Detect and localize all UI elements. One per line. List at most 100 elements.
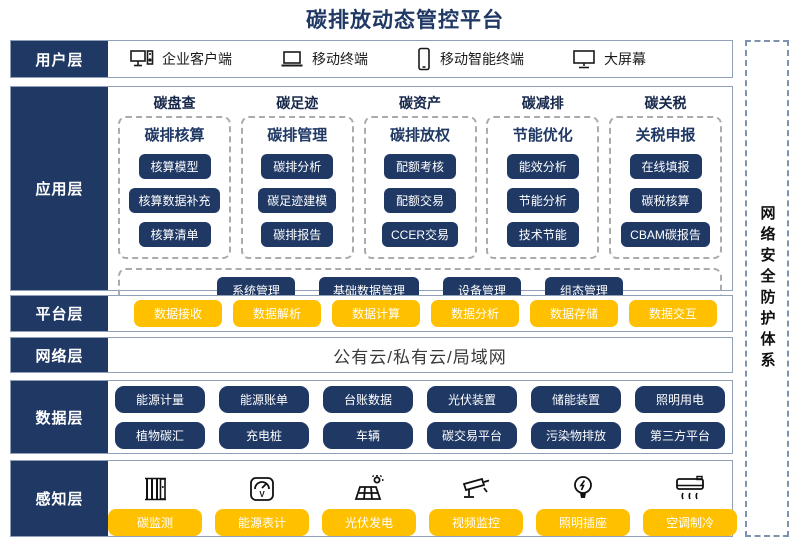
platform-chip: 数据交互: [629, 300, 717, 327]
perception-item-video-surveillance: 视频监控: [429, 466, 523, 536]
laptop-icon: [280, 49, 304, 69]
app-chip: 碳税核算: [629, 188, 702, 213]
column-header: 碳足迹: [276, 95, 319, 111]
energy-meter-icon: V: [247, 466, 277, 504]
smartphone-icon: [416, 47, 432, 71]
app-chip: 技术节能: [506, 222, 579, 247]
perception-chip: 能源表计: [215, 509, 309, 536]
platform-layer-content: 数据接收 数据解析 数据计算 数据分析 数据存储 数据交互: [108, 296, 732, 331]
data-chip: 照明用电: [635, 385, 725, 413]
perception-layer-label: 感知层: [11, 461, 108, 536]
app-column-carbon-footprint: 碳足迹 碳排管理 碳排分析 碳足迹建模 碳排报告: [240, 91, 354, 259]
svg-text:V: V: [259, 490, 265, 499]
app-chip: 能效分析: [506, 154, 579, 179]
user-layer: 用户层 企业客户端 移动终端: [10, 40, 733, 78]
platform-layer: 平台层 数据接收 数据解析 数据计算 数据分析 数据存储 数据交互: [10, 295, 733, 332]
app-column-carbon-tariff: 碳关税 关税申报 在线填报 碳税核算 CBAM碳报告: [609, 91, 722, 259]
perception-item-pv-generation: 光伏发电: [322, 466, 416, 536]
app-chip: 碳排分析: [261, 154, 334, 179]
data-layer-content: 能源计量 能源账单 台账数据 光伏装置 储能装置 照明用电 植物碳汇 充电桩 车…: [108, 381, 732, 453]
application-layer: 应用层 碳盘查 碳排核算 核算模型 核算数据补充 核算清单 碳足迹 碳排管理: [10, 86, 733, 312]
data-chip: 碳交易平台: [427, 421, 517, 449]
app-chip: 节能分析: [506, 188, 579, 213]
app-chip: 碳排报告: [261, 222, 334, 247]
app-column-carbon-asset: 碳资产 碳排放权 配额考核 配额交易 CCER交易: [363, 91, 477, 259]
app-column-carbon-reduction: 碳减排 节能优化 能效分析 节能分析 技术节能: [486, 91, 600, 259]
column-box: 碳排管理 碳排分析 碳足迹建模 碳排报告: [240, 116, 354, 259]
column-box: 节能优化 能效分析 节能分析 技术节能: [486, 116, 600, 259]
light-bulb-icon: [570, 466, 596, 504]
emission-stack-icon: [140, 466, 170, 504]
security-protection-band: 网络安全防护体系: [745, 40, 789, 537]
perception-item-lighting-socket: 照明插座: [536, 466, 630, 536]
perception-chip: 视频监控: [429, 509, 523, 536]
platform-chip: 数据分析: [431, 300, 519, 327]
data-chip: 能源计量: [115, 385, 205, 413]
app-chip: CCER交易: [381, 222, 458, 247]
column-title: 碳排放权: [389, 127, 450, 144]
solar-panel-icon: [353, 466, 385, 504]
page-title: 碳排放动态管控平台: [306, 9, 504, 32]
platform-chip: 数据存储: [530, 300, 618, 327]
user-layer-content: 企业客户端 移动终端 移动智能终端: [108, 41, 732, 77]
user-item-label: 企业客户端: [162, 51, 232, 67]
user-layer-label: 用户层: [11, 41, 108, 77]
application-layer-content: 碳盘查 碳排核算 核算模型 核算数据补充 核算清单 碳足迹 碳排管理 碳排分析 …: [108, 87, 732, 312]
user-item-label: 大屏幕: [604, 51, 646, 67]
column-title: 碳排管理: [267, 127, 328, 144]
perception-chip: 照明插座: [536, 509, 630, 536]
data-chip: 污染物排放: [531, 421, 621, 449]
platform-chip: 数据计算: [332, 300, 420, 327]
large-screen-icon: [572, 49, 596, 70]
data-chip: 光伏装置: [427, 385, 517, 413]
column-header: 碳关税: [644, 95, 687, 111]
data-row-1: 能源计量 能源账单 台账数据 光伏装置 储能装置 照明用电: [108, 385, 732, 413]
data-chip: 储能装置: [531, 385, 621, 413]
column-header: 碳盘查: [153, 95, 196, 111]
application-layer-label: 应用层: [11, 87, 108, 290]
column-title: 关税申报: [635, 127, 696, 144]
data-row-2: 植物碳汇 充电桩 车辆 碳交易平台 污染物排放 第三方平台: [108, 421, 732, 449]
cctv-camera-icon: [460, 466, 492, 504]
user-item-enterprise-client: 企业客户端: [130, 49, 232, 69]
column-header: 碳资产: [399, 95, 441, 111]
app-chip: CBAM碳报告: [621, 222, 710, 247]
data-chip: 植物碳汇: [115, 421, 205, 449]
data-chip: 第三方平台: [635, 421, 725, 449]
perception-layer-content: 碳监测 V 能源表计: [108, 461, 737, 536]
perception-item-air-conditioning: 空调制冷: [643, 466, 737, 536]
data-layer: 数据层 能源计量 能源账单 台账数据 光伏装置 储能装置 照明用电 植物碳汇 充…: [10, 380, 733, 454]
column-title: 节能优化: [512, 127, 573, 144]
data-chip: 台账数据: [323, 385, 413, 413]
data-layer-label: 数据层: [11, 381, 108, 453]
column-title: 碳排核算: [144, 127, 205, 144]
network-layer-text: 公有云/私有云/局域网: [333, 347, 507, 367]
data-chip: 能源账单: [219, 385, 309, 413]
app-chip: 在线填报: [629, 154, 702, 179]
platform-layer-label: 平台层: [11, 296, 108, 331]
user-item-big-screen: 大屏幕: [572, 49, 646, 70]
column-box: 碳排核算 核算模型 核算数据补充 核算清单: [118, 116, 231, 259]
perception-chip: 光伏发电: [322, 509, 416, 536]
network-layer-label: 网络层: [11, 338, 108, 372]
app-chip: 核算清单: [138, 222, 211, 247]
column-header: 碳减排: [521, 95, 564, 111]
perception-chip: 空调制冷: [643, 509, 737, 536]
app-chip: 配额考核: [384, 154, 456, 179]
user-item-smart-mobile: 移动智能终端: [416, 47, 524, 71]
user-item-label: 移动智能终端: [440, 51, 524, 67]
column-box: 碳排放权 配额考核 配额交易 CCER交易: [363, 116, 477, 259]
security-band-label: 网络安全防护体系: [758, 204, 776, 373]
column-box: 关税申报 在线填报 碳税核算 CBAM碳报告: [609, 116, 722, 259]
desktop-tower-icon: [130, 49, 154, 69]
app-chip: 核算数据补充: [129, 188, 220, 213]
app-chip: 碳足迹建模: [258, 188, 337, 213]
platform-chip: 数据接收: [134, 300, 222, 327]
user-item-label: 移动终端: [312, 51, 368, 67]
network-layer: 网络层 公有云/私有云/局域网: [10, 337, 733, 373]
platform-chip: 数据解析: [233, 300, 321, 327]
perception-item-energy-meter: V 能源表计: [215, 466, 309, 536]
perception-item-carbon-monitoring: 碳监测: [108, 466, 202, 536]
app-chip: 核算模型: [138, 154, 211, 179]
